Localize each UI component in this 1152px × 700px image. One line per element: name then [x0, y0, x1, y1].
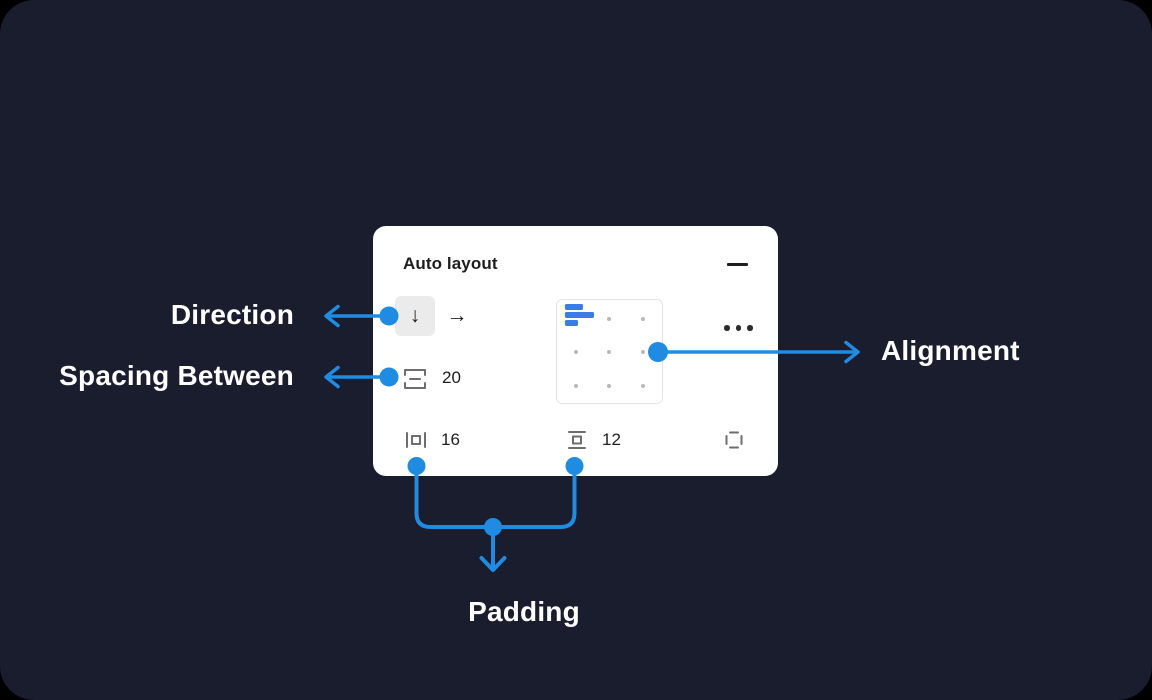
- padding-horizontal-input[interactable]: 16: [441, 430, 460, 449]
- alignment-position[interactable]: [574, 350, 578, 354]
- alignment-position[interactable]: [641, 384, 645, 388]
- annotation-direction-label: Direction: [170, 299, 294, 330]
- padding-vertical-input[interactable]: 12: [602, 430, 621, 449]
- auto-layout-panel: Auto layout ↓ →: [373, 226, 778, 476]
- arrow-right-icon: →: [446, 304, 468, 327]
- padding-vertical-icon: [568, 431, 586, 449]
- spacing-between-icon: [404, 369, 426, 389]
- padding-horizontal-icon: [406, 432, 426, 448]
- alignment-position[interactable]: [607, 350, 611, 354]
- arrow-down-icon: ↓: [409, 304, 421, 327]
- alignment-position[interactable]: [574, 384, 578, 388]
- direction-down-button[interactable]: ↓: [395, 296, 435, 336]
- alignment-position[interactable]: [641, 350, 645, 354]
- alignment-position[interactable]: [607, 384, 611, 388]
- annotation-padding-label: Padding: [468, 596, 580, 627]
- panel-title: Auto layout: [403, 254, 498, 273]
- alignment-position[interactable]: [641, 317, 645, 321]
- alignment-position[interactable]: [607, 317, 611, 321]
- annotation-alignment-label: Alignment: [881, 335, 1020, 366]
- minus-icon[interactable]: [727, 263, 748, 266]
- alignment-grid[interactable]: [556, 299, 663, 404]
- direction-right-button[interactable]: →: [437, 296, 477, 336]
- annotation-spacing-between-label: Spacing Between: [59, 360, 294, 391]
- alignment-selected-indicator: [565, 304, 594, 326]
- more-options-icon[interactable]: [724, 321, 753, 335]
- spacing-between-input[interactable]: 20: [442, 368, 461, 387]
- padding-individual-icon[interactable]: [723, 429, 745, 451]
